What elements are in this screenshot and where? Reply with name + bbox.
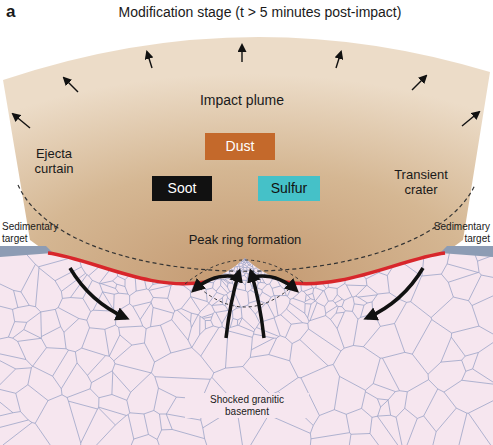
fracture-network xyxy=(0,245,493,445)
layer-label: Shocked granitic basement xyxy=(185,393,309,418)
region-label: Transient crater xyxy=(386,168,456,198)
peak-ring-outline xyxy=(195,284,295,307)
dust-box: Dust xyxy=(205,133,275,160)
transient-crater-outline xyxy=(18,185,475,271)
sedimentary-layer xyxy=(0,246,53,257)
fracture-lines xyxy=(0,245,493,445)
box-text: Dust xyxy=(226,138,255,154)
box-text: Sulfur xyxy=(271,180,308,196)
impact-plume xyxy=(3,37,490,284)
layer-label: Sedimentary target xyxy=(420,221,490,244)
layer-label: Sedimentary target xyxy=(2,221,72,244)
figure-title: Modification stage (t > 5 minutes post-i… xyxy=(60,4,460,20)
collapse-flow-arrows xyxy=(70,268,423,338)
sulfur-box: Sulfur xyxy=(258,176,320,201)
plume-expansion-arrows xyxy=(13,45,479,128)
soot-box: Soot xyxy=(152,176,212,201)
box-text: Soot xyxy=(168,180,197,196)
region-label: Ejecta curtain xyxy=(22,147,86,177)
sedimentary-layer xyxy=(440,246,493,257)
process-label: Peak ring formation xyxy=(150,233,340,248)
peak-ring-outline xyxy=(185,260,305,284)
panel-letter: a xyxy=(6,2,28,22)
region-label: Impact plume xyxy=(167,92,317,108)
